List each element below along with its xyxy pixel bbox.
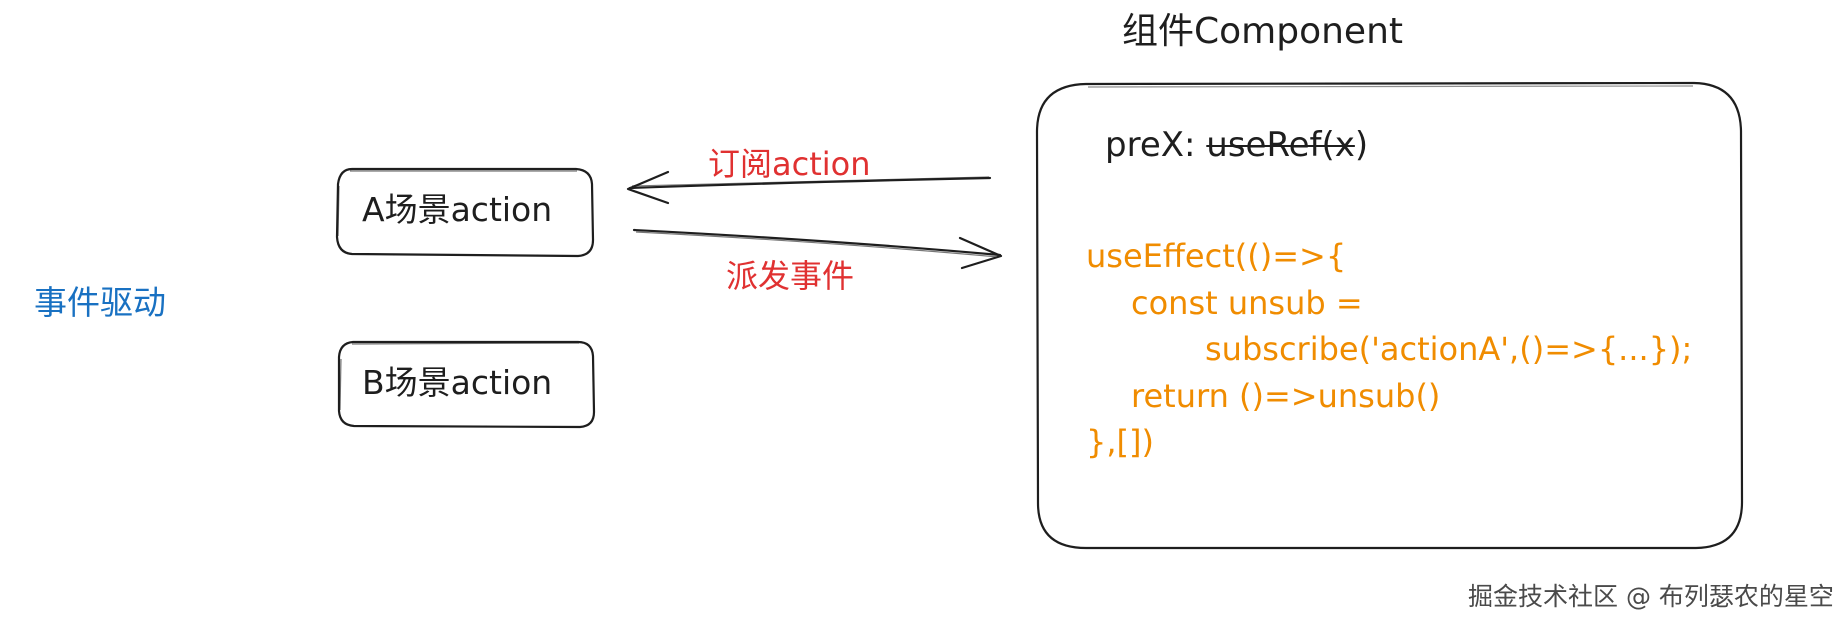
code-line-1: useEffect(()=>{ [1086, 237, 1347, 275]
scene-b-label: B场景action [362, 363, 553, 402]
prex-tail: ) [1354, 125, 1369, 165]
code-line-5: },[]) [1086, 423, 1154, 461]
subscribe-arrow [626, 170, 992, 205]
code-line-3: subscribe('actionA',()=>{...}); [1205, 330, 1693, 368]
watermark: 掘金技术社区 @ 布列瑟农的星空 [1468, 582, 1834, 611]
subscribe-label: 订阅action [708, 145, 871, 183]
dispatch-label: 派发事件 [726, 257, 855, 295]
scene-a-box [335, 167, 595, 258]
prex-prefix: preX: [1105, 125, 1207, 165]
scene-a-label: A场景action [362, 190, 553, 229]
prex-line: preX: useRef(x) [1105, 128, 1368, 162]
code-line-2: const unsub = [1131, 284, 1363, 322]
event-driven-label: 事件驱动 [34, 283, 166, 322]
component-title: 组件Component [1122, 11, 1404, 52]
component-box [1035, 81, 1744, 550]
prex-struck-text: useRef(x [1206, 125, 1355, 165]
scene-b-box [337, 340, 596, 429]
code-line-4: return ()=>unsub() [1131, 377, 1441, 415]
dispatch-arrow [632, 228, 1003, 270]
